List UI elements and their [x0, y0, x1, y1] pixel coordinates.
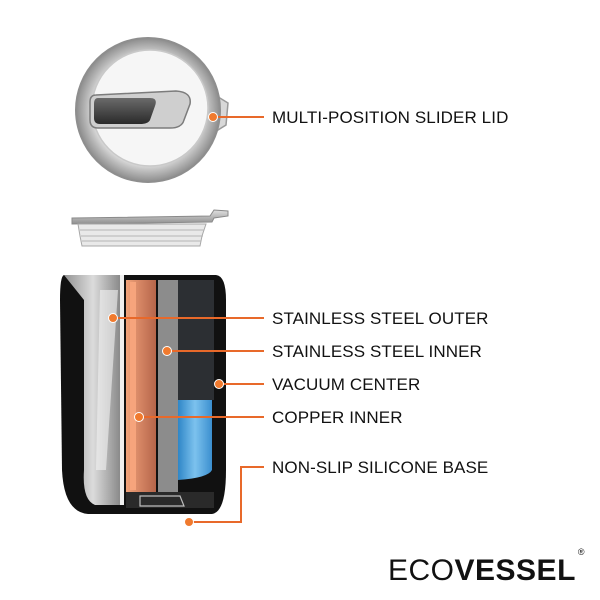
tumbler-cutaway: [60, 275, 226, 514]
callout-dot-lid: [208, 112, 218, 122]
callout-dot-copper: [134, 412, 144, 422]
callout-dots: [108, 112, 224, 527]
logo-bold-text: VESSEL: [454, 554, 576, 587]
callout-dot-inner: [162, 346, 172, 356]
callout-dot-base: [184, 517, 194, 527]
callout-label-base: NON-SLIP SILICONE BASE: [272, 458, 489, 477]
lid-side-view: [71, 209, 229, 247]
registered-mark: ®: [577, 547, 586, 557]
callout-label-lid: MULTI-POSITION SLIDER LID: [272, 108, 509, 127]
callout-label-vacuum: VACUUM CENTER: [272, 375, 421, 394]
brand-logo: ECOVESSEL®: [388, 547, 586, 588]
callout-dot-outer: [108, 313, 118, 323]
lid-top-view: [75, 37, 229, 183]
callout-lines: [113, 116, 264, 523]
callout-label-copper: COPPER INNER: [272, 408, 403, 427]
callout-label-outer: STAINLESS STEEL OUTER: [272, 309, 489, 328]
callout-dot-vacuum: [214, 379, 224, 389]
logo-light-text: ECO: [388, 554, 455, 587]
callout-label-inner: STAINLESS STEEL INNER: [272, 342, 482, 361]
